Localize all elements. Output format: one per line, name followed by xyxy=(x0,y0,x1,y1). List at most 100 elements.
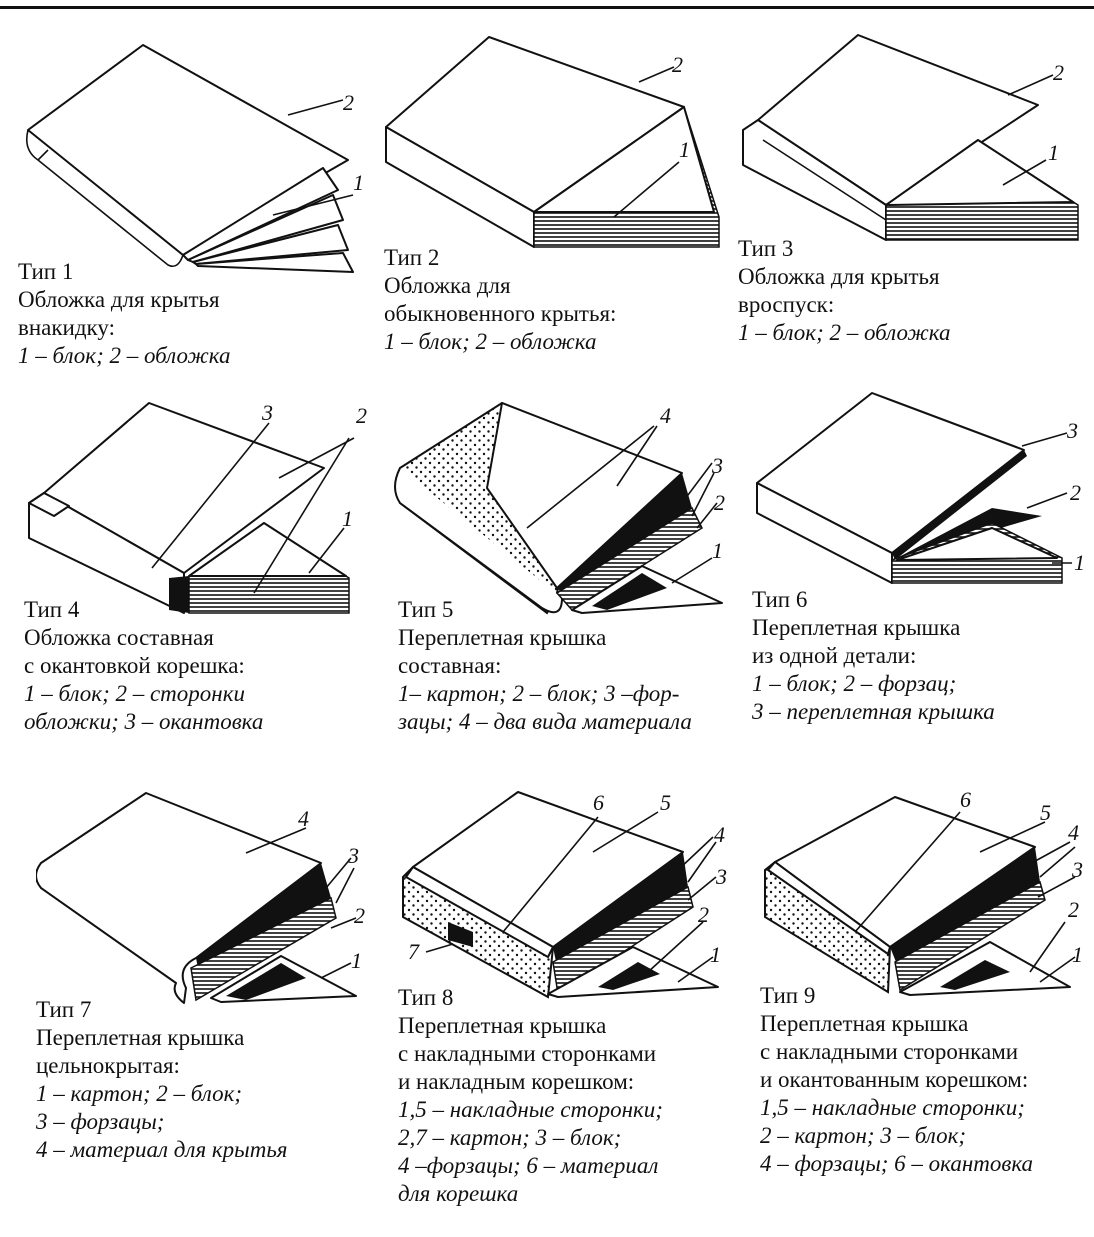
legend-line: 1– картон; 2 – блок; 3 –фор- xyxy=(398,681,680,706)
book-drawing-type-9: 6 5 4 3 2 1 xyxy=(764,787,1083,996)
label-1: 1 xyxy=(1048,140,1059,165)
caption-type-4: Тип 4 Обложка составная с окантовкой кор… xyxy=(24,596,386,736)
label-2: 2 xyxy=(354,903,365,928)
caption-line: Обложка для xyxy=(384,273,511,298)
caption-line: и накладным корешком: xyxy=(398,1069,635,1094)
label-2: 2 xyxy=(343,90,354,115)
book-drawing-type-3: 2 1 xyxy=(742,34,1079,241)
label-3: 3 xyxy=(1066,418,1078,443)
book-drawing-type-5: 4 3 2 1 xyxy=(394,401,725,615)
caption-type-5: Тип 5 Переплетная крышка составная: 1– к… xyxy=(398,596,760,736)
legend-line: 1,5 – накладные сторонки; xyxy=(398,1097,663,1122)
caption-type-9: Тип 9 Переплетная крышка с накладными ст… xyxy=(760,982,1094,1178)
book-drawing-type-6: 3 2 1 xyxy=(756,392,1085,584)
figure-type-7: 4 3 2 1 Тип 7 Переплетная крышка цельнок… xyxy=(36,788,398,1188)
label-3: 3 xyxy=(347,843,359,868)
caption-type-3: Тип 3 Обложка для крытья вроспуск: 1 – б… xyxy=(738,235,1094,347)
caption-line: Переплетная крышка xyxy=(752,615,961,640)
label-3: 3 xyxy=(715,864,727,889)
legend-line: 3 – переплетная крышка xyxy=(752,699,995,724)
caption-line: Переплетная крышка xyxy=(36,1025,245,1050)
legend-line: для корешка xyxy=(398,1181,519,1206)
legend-line: 1,5 – накладные сторонки; xyxy=(760,1095,1025,1120)
label-1: 1 xyxy=(1072,942,1083,967)
label-5: 5 xyxy=(660,790,671,815)
label-2: 2 xyxy=(1070,480,1081,505)
caption-type-2: Тип 2 Обложка для обыкновенного крытья: … xyxy=(384,244,746,356)
label-4: 4 xyxy=(714,822,725,847)
figure-type-8: 6 5 4 3 2 1 7 Тип 8 Переплетная крышка с… xyxy=(398,782,760,1232)
caption-line: цельнокрытая: xyxy=(36,1053,180,1078)
book-drawing-type-7: 4 3 2 1 xyxy=(36,792,365,1004)
figure-type-2: 2 1 Тип 2 Обложка для обыкновенного крыт… xyxy=(384,32,746,372)
figure-type-5: 4 3 2 1 Тип 5 Переплетная крышка составн… xyxy=(392,398,754,758)
type-title: Тип 4 xyxy=(24,597,80,622)
legend-line: 1 – блок; 2 – форзац; xyxy=(752,671,957,696)
legend-line: 2,7 – картон; 3 – блок; xyxy=(398,1125,622,1150)
type-title: Тип 7 xyxy=(36,997,92,1022)
caption-line: Обложка для крытья xyxy=(738,264,940,289)
label-4: 4 xyxy=(1068,820,1079,845)
figure-type-1: 2 1 Тип 1 Обложка для крытья внакидку: 1… xyxy=(18,40,380,380)
label-2: 2 xyxy=(714,490,725,515)
book-drawing-type-4: 3 2 1 xyxy=(28,400,367,614)
type-title: Тип 8 xyxy=(398,985,454,1010)
label-3: 3 xyxy=(711,453,723,478)
label-1: 1 xyxy=(710,942,721,967)
caption-type-1: Тип 1 Обложка для крытья внакидку: 1 – б… xyxy=(18,258,380,370)
legend-line: 4 –форзацы; 6 – материал xyxy=(398,1153,659,1178)
label-2: 2 xyxy=(1053,60,1064,85)
book-drawing-type-1: 2 1 xyxy=(25,44,364,273)
legend-line: 2 – картон; 3 – блок; xyxy=(760,1123,967,1148)
legend-line: 1 – блок; 2 – обложка xyxy=(384,329,597,354)
caption-line: Переплетная крышка xyxy=(760,1011,969,1036)
caption-type-7: Тип 7 Переплетная крышка цельнокрытая: 1… xyxy=(36,996,398,1164)
book-drawing-type-2: 2 1 xyxy=(385,36,720,248)
caption-line: Обложка для крытья xyxy=(18,287,220,312)
caption-line: вроспуск: xyxy=(738,292,835,317)
type-title: Тип 2 xyxy=(384,245,440,270)
legend-line: 1 – блок; 2 – обложка xyxy=(18,343,231,368)
top-rule xyxy=(0,6,1094,9)
caption-type-6: Тип 6 Переплетная крышка из одной детали… xyxy=(752,586,1094,726)
label-3: 3 xyxy=(261,400,273,425)
caption-line: Обложка составная xyxy=(24,625,214,650)
type-title: Тип 9 xyxy=(760,983,816,1008)
legend-line: 3 – форзацы; xyxy=(36,1109,165,1134)
caption-line: с окантовкой корешка: xyxy=(24,653,245,678)
legend-line: зацы; 4 – два вида материала xyxy=(398,709,692,734)
type-title: Тип 5 xyxy=(398,597,454,622)
label-2: 2 xyxy=(356,403,367,428)
figure-type-3: 2 1 Тип 3 Обложка для крытья вроспуск: 1… xyxy=(738,30,1094,370)
label-1: 1 xyxy=(342,506,353,531)
label-7: 7 xyxy=(408,939,420,964)
label-1: 1 xyxy=(679,137,690,162)
label-1: 1 xyxy=(1074,550,1085,575)
label-4: 4 xyxy=(660,403,671,428)
legend-line: обложки; 3 – окантовка xyxy=(24,709,264,734)
label-3: 3 xyxy=(1071,857,1083,882)
type-title: Тип 3 xyxy=(738,236,794,261)
label-1: 1 xyxy=(351,948,362,973)
figure-type-6: 3 2 1 Тип 6 Переплетная крышка из одной … xyxy=(752,388,1094,758)
caption-line: составная: xyxy=(398,653,502,678)
legend-line: 1 – блок; 2 – обложка xyxy=(738,320,951,345)
caption-line: Переплетная крышка xyxy=(398,1013,607,1038)
caption-line: из одной детали: xyxy=(752,643,917,668)
label-4: 4 xyxy=(298,806,309,831)
legend-line: 4 – материал для крытья xyxy=(36,1137,288,1162)
label-2: 2 xyxy=(672,52,683,77)
type-title: Тип 6 xyxy=(752,587,808,612)
figure-type-9: 6 5 4 3 2 1 Тип 9 Переплетная крышка с н… xyxy=(760,782,1094,1222)
legend-line: 4 – форзацы; 6 – окантовка xyxy=(760,1151,1034,1176)
caption-type-8: Тип 8 Переплетная крышка с накладными ст… xyxy=(398,984,738,1208)
type-title: Тип 1 xyxy=(18,259,74,284)
caption-line: Переплетная крышка xyxy=(398,625,607,650)
label-2: 2 xyxy=(698,902,709,927)
legend-line: 1 – блок; 2 – сторонки xyxy=(24,681,245,706)
caption-line: и окантованным корешком: xyxy=(760,1067,1029,1092)
label-5: 5 xyxy=(1040,800,1051,825)
caption-line: с накладными сторонками xyxy=(760,1039,1019,1064)
figure-type-4: 3 2 1 Тип 4 Обложка составная с окантовк… xyxy=(24,398,386,758)
book-drawing-type-8: 6 5 4 3 2 1 7 xyxy=(402,790,727,999)
